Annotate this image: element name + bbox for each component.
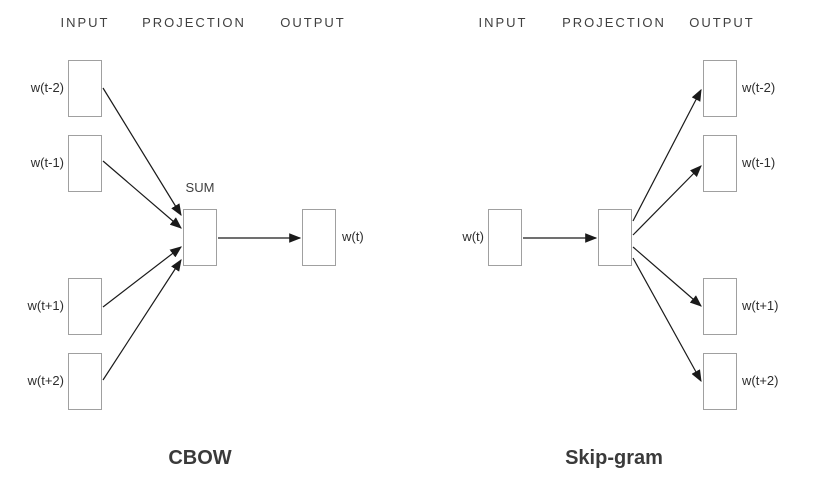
skipgram-output-box-3 [703,278,737,335]
skipgram-arrow-projection-to-output1 [632,88,702,222]
cbow-input-box-1 [68,60,102,117]
skipgram-output-label-4: w(t+2) [742,373,779,388]
skipgram-projection-box [598,209,632,266]
cbow-sum-label: SUM [185,180,215,195]
skipgram-input-label: w(t) [462,229,484,244]
skipgram-column-header-projection: PROJECTION [562,15,666,30]
skipgram-output-label-3: w(t+1) [742,298,779,313]
cbow-arrow-input4-to-projection [102,258,182,381]
cbow-input-label-3: w(t+1) [27,298,64,313]
cbow-input-label-2: w(t-1) [30,155,64,170]
cbow-projection-box [183,209,217,266]
cbow-input-box-4 [68,353,102,410]
skipgram-output-label-2: w(t-1) [742,155,776,170]
cbow-output-label: w(t) [342,229,364,244]
cbow-input-label-1: w(t-2) [30,80,64,95]
skipgram-title: Skip-gram [565,447,663,469]
cbow-output-box [302,209,336,266]
skipgram-output-box-4 [703,353,737,410]
skipgram-output-label-1: w(t-2) [742,80,776,95]
cbow-column-header-input: INPUT [60,15,110,30]
skipgram-output-box-2 [703,135,737,192]
skipgram-arrow-projection-to-output4 [632,257,702,383]
cbow-arrow-input2-to-projection [102,160,182,229]
cbow-input-box-2 [68,135,102,192]
cbow-input-box-3 [68,278,102,335]
cbow-arrow-input3-to-projection [102,246,182,308]
skipgram-output-box-1 [703,60,737,117]
cbow-title: CBOW [168,447,232,469]
skipgram-column-header-output: OUTPUT [689,15,755,30]
cbow-column-header-output: OUTPUT [280,15,346,30]
cbow-input-label-4: w(t+2) [27,373,64,388]
skipgram-arrow-projection-to-output3 [632,246,702,307]
skipgram-column-header-input: INPUT [478,15,528,30]
cbow-arrow-input1-to-projection [102,87,182,217]
cbow-column-header-projection: PROJECTION [142,15,246,30]
skipgram-input-box [488,209,522,266]
skipgram-arrow-projection-to-output2 [632,165,702,236]
